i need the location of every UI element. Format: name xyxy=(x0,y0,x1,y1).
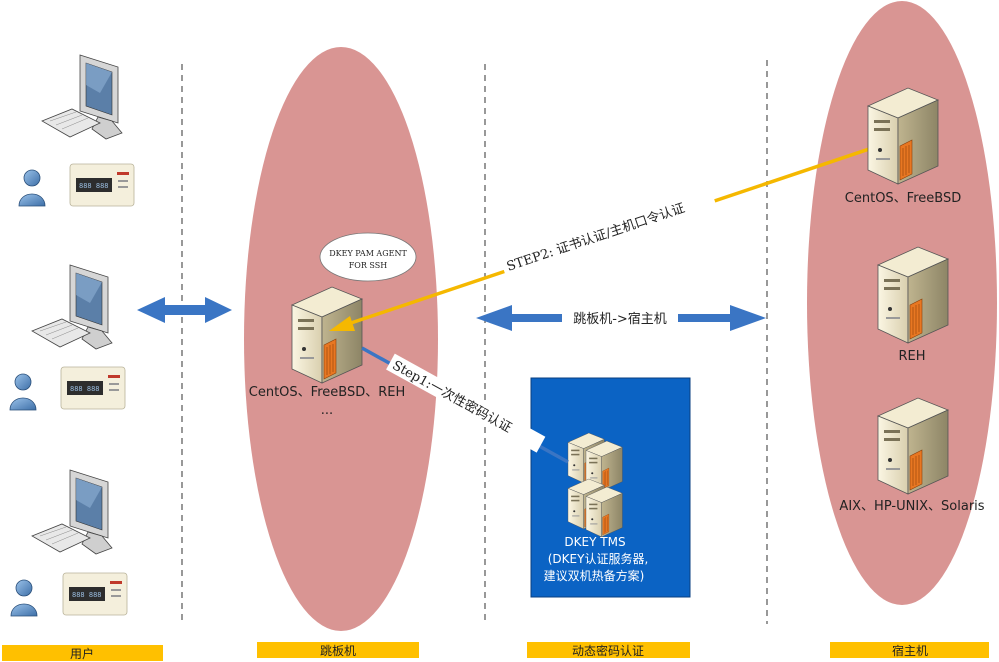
otp-token-icon xyxy=(62,572,128,616)
step1-label-bg xyxy=(386,353,546,453)
label-bar-jump xyxy=(257,642,419,658)
step2-label-bg xyxy=(499,187,717,277)
workstation-icon xyxy=(31,264,113,350)
label-bar-target xyxy=(830,642,989,658)
user-icon xyxy=(10,579,38,617)
target-server-icon xyxy=(877,246,949,344)
column-label-jump-host: 跳板机 xyxy=(320,644,356,658)
target-server-icon xyxy=(877,397,949,495)
column-label-users: 用户 xyxy=(70,646,94,661)
otp-token-icon xyxy=(60,366,126,410)
tms-label-line1: DKEY TMS xyxy=(564,535,625,549)
jump-server-os-label: CentOS、FreeBSD、REH xyxy=(249,385,405,400)
target-label-2: REH xyxy=(898,349,925,364)
workstation-icon xyxy=(31,469,113,555)
tms-label-line3: 建议双机热备方案) xyxy=(544,568,645,583)
label-bar-users xyxy=(2,645,163,661)
users-to-jump-arrow xyxy=(137,297,232,323)
agent-bubble xyxy=(319,232,417,282)
tms-label-line2: (DKEY认证服务器, xyxy=(548,551,649,566)
label-bar-otp xyxy=(527,642,690,658)
agent-bubble-line2: FOR SSH xyxy=(349,261,387,270)
jump-server-more: ... xyxy=(321,403,333,418)
jump-server-icon xyxy=(291,286,363,384)
column-label-target-host: 宿主机 xyxy=(892,643,928,658)
target-label-3: AIX、HP-UNIX、Solaris xyxy=(839,499,984,514)
tms-box xyxy=(530,377,691,598)
otp-token-icon xyxy=(69,163,135,207)
middle-arrow-label: 跳板机->宿主机 xyxy=(573,311,667,327)
agent-bubble-line1: DKEY PAM AGENT xyxy=(329,249,407,258)
workstation-icon xyxy=(41,54,123,140)
step2-label: STEP2: 证书认证/主机口令认证 xyxy=(505,201,687,275)
target-server-icon xyxy=(867,87,939,185)
tms-server-icon xyxy=(567,432,623,538)
user-icon xyxy=(9,373,37,411)
middle-arrow-label-bg xyxy=(562,309,678,327)
user-icon xyxy=(18,169,46,207)
target-label-1: CentOS、FreeBSD xyxy=(845,191,961,206)
column-label-otp-auth: 动态密码认证 xyxy=(572,643,644,658)
